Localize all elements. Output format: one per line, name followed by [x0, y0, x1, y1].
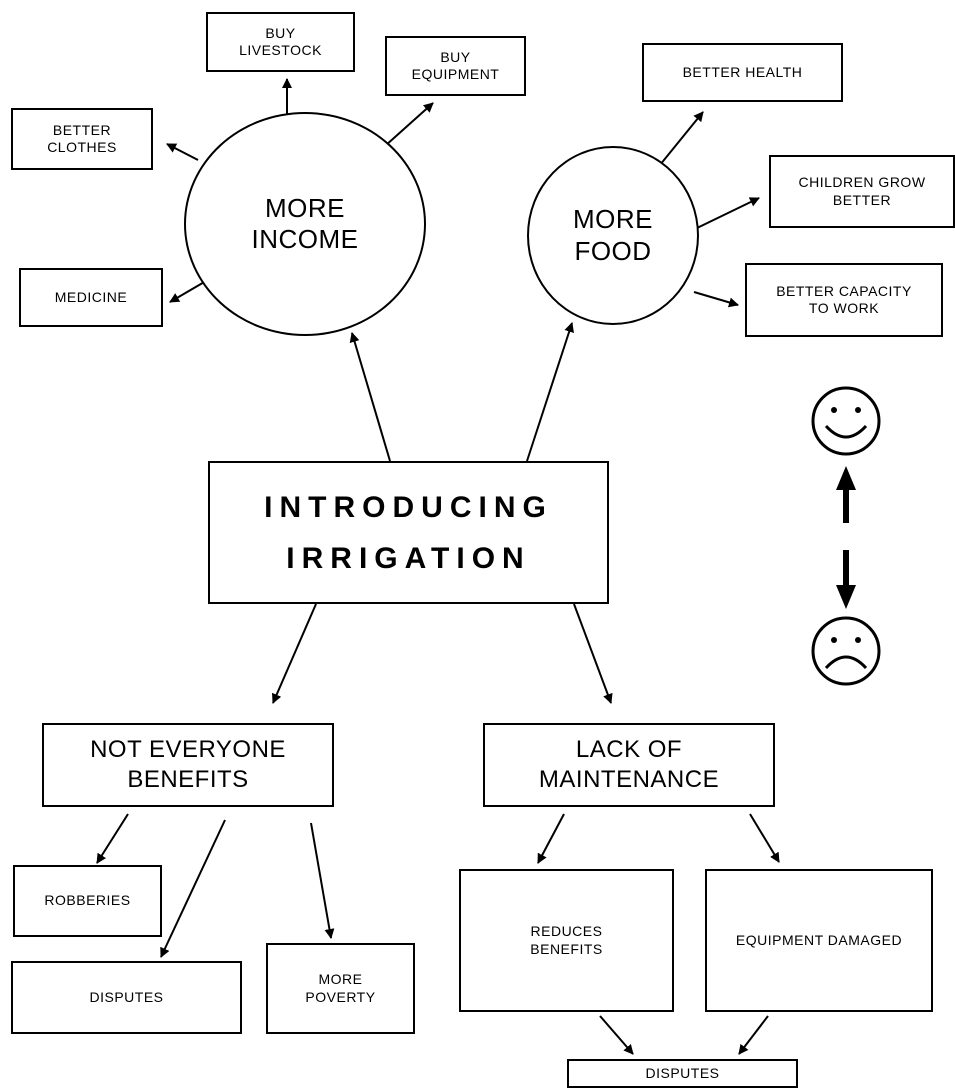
box-better-capacity-to-work: BETTER CAPACITY TO WORK — [745, 263, 943, 337]
arrow-central-to-not-everyone — [271, 603, 317, 704]
arrow-damaged-to-disputes — [738, 1015, 769, 1055]
arrow-central-to-maintenance — [573, 603, 613, 704]
arrow-not-everyone-to-poverty — [310, 822, 335, 939]
box-disputes-bottom: DISPUTES — [567, 1059, 798, 1088]
box-equipment-damaged: EQUIPMENT DAMAGED — [705, 869, 933, 1012]
arrow-food-to-children — [696, 197, 760, 229]
box-reduces-benefits: REDUCES BENEFITS — [459, 869, 674, 1012]
more-income-oval: MORE INCOME — [184, 112, 426, 336]
arrow-central-to-food — [526, 322, 574, 462]
arrow-reduces-to-disputes — [599, 1015, 634, 1055]
box-buy-equipment: BUY EQUIPMENT — [385, 36, 526, 96]
arrow-central-to-income — [349, 332, 391, 462]
down-arrow-head — [836, 585, 856, 609]
box-robberies: ROBBERIES — [13, 865, 162, 937]
box-disputes-left: DISPUTES — [11, 961, 242, 1034]
central-box-introducing-irrigation: INTRODUCING IRRIGATION — [208, 461, 609, 604]
arrow-not-everyone-to-robberies — [96, 813, 129, 864]
box-better-health: BETTER HEALTH — [642, 43, 843, 102]
box-lack-of-maintenance: LACK OF MAINTENANCE — [483, 723, 775, 807]
box-children-grow-better: CHILDREN GROW BETTER — [769, 155, 955, 228]
smiley-face-icon — [811, 386, 881, 456]
arrow-not-everyone-to-disputes — [160, 819, 226, 958]
box-better-clothes: BETTER CLOTHES — [11, 108, 153, 170]
box-medicine: MEDICINE — [19, 268, 163, 327]
up-arrow-head — [836, 466, 856, 490]
box-not-everyone-benefits: NOT EVERYONE BENEFITS — [42, 723, 334, 807]
sad-face-icon — [811, 616, 881, 686]
arrow-income-to-medicine — [169, 280, 207, 303]
arrow-maintenance-to-reduces — [537, 813, 565, 864]
up-arrow-shaft — [843, 488, 849, 523]
box-buy-livestock: BUY LIVESTOCK — [206, 12, 355, 72]
box-more-poverty: MORE POVERTY — [266, 943, 415, 1034]
down-arrow-shaft — [843, 550, 849, 586]
arrow-income-to-equipment — [384, 102, 434, 147]
arrow-maintenance-to-damaged — [749, 813, 780, 863]
arrow-income-to-clothes — [166, 143, 199, 161]
more-food-oval: MORE FOOD — [527, 146, 699, 325]
arrow-food-to-capacity — [693, 291, 739, 308]
